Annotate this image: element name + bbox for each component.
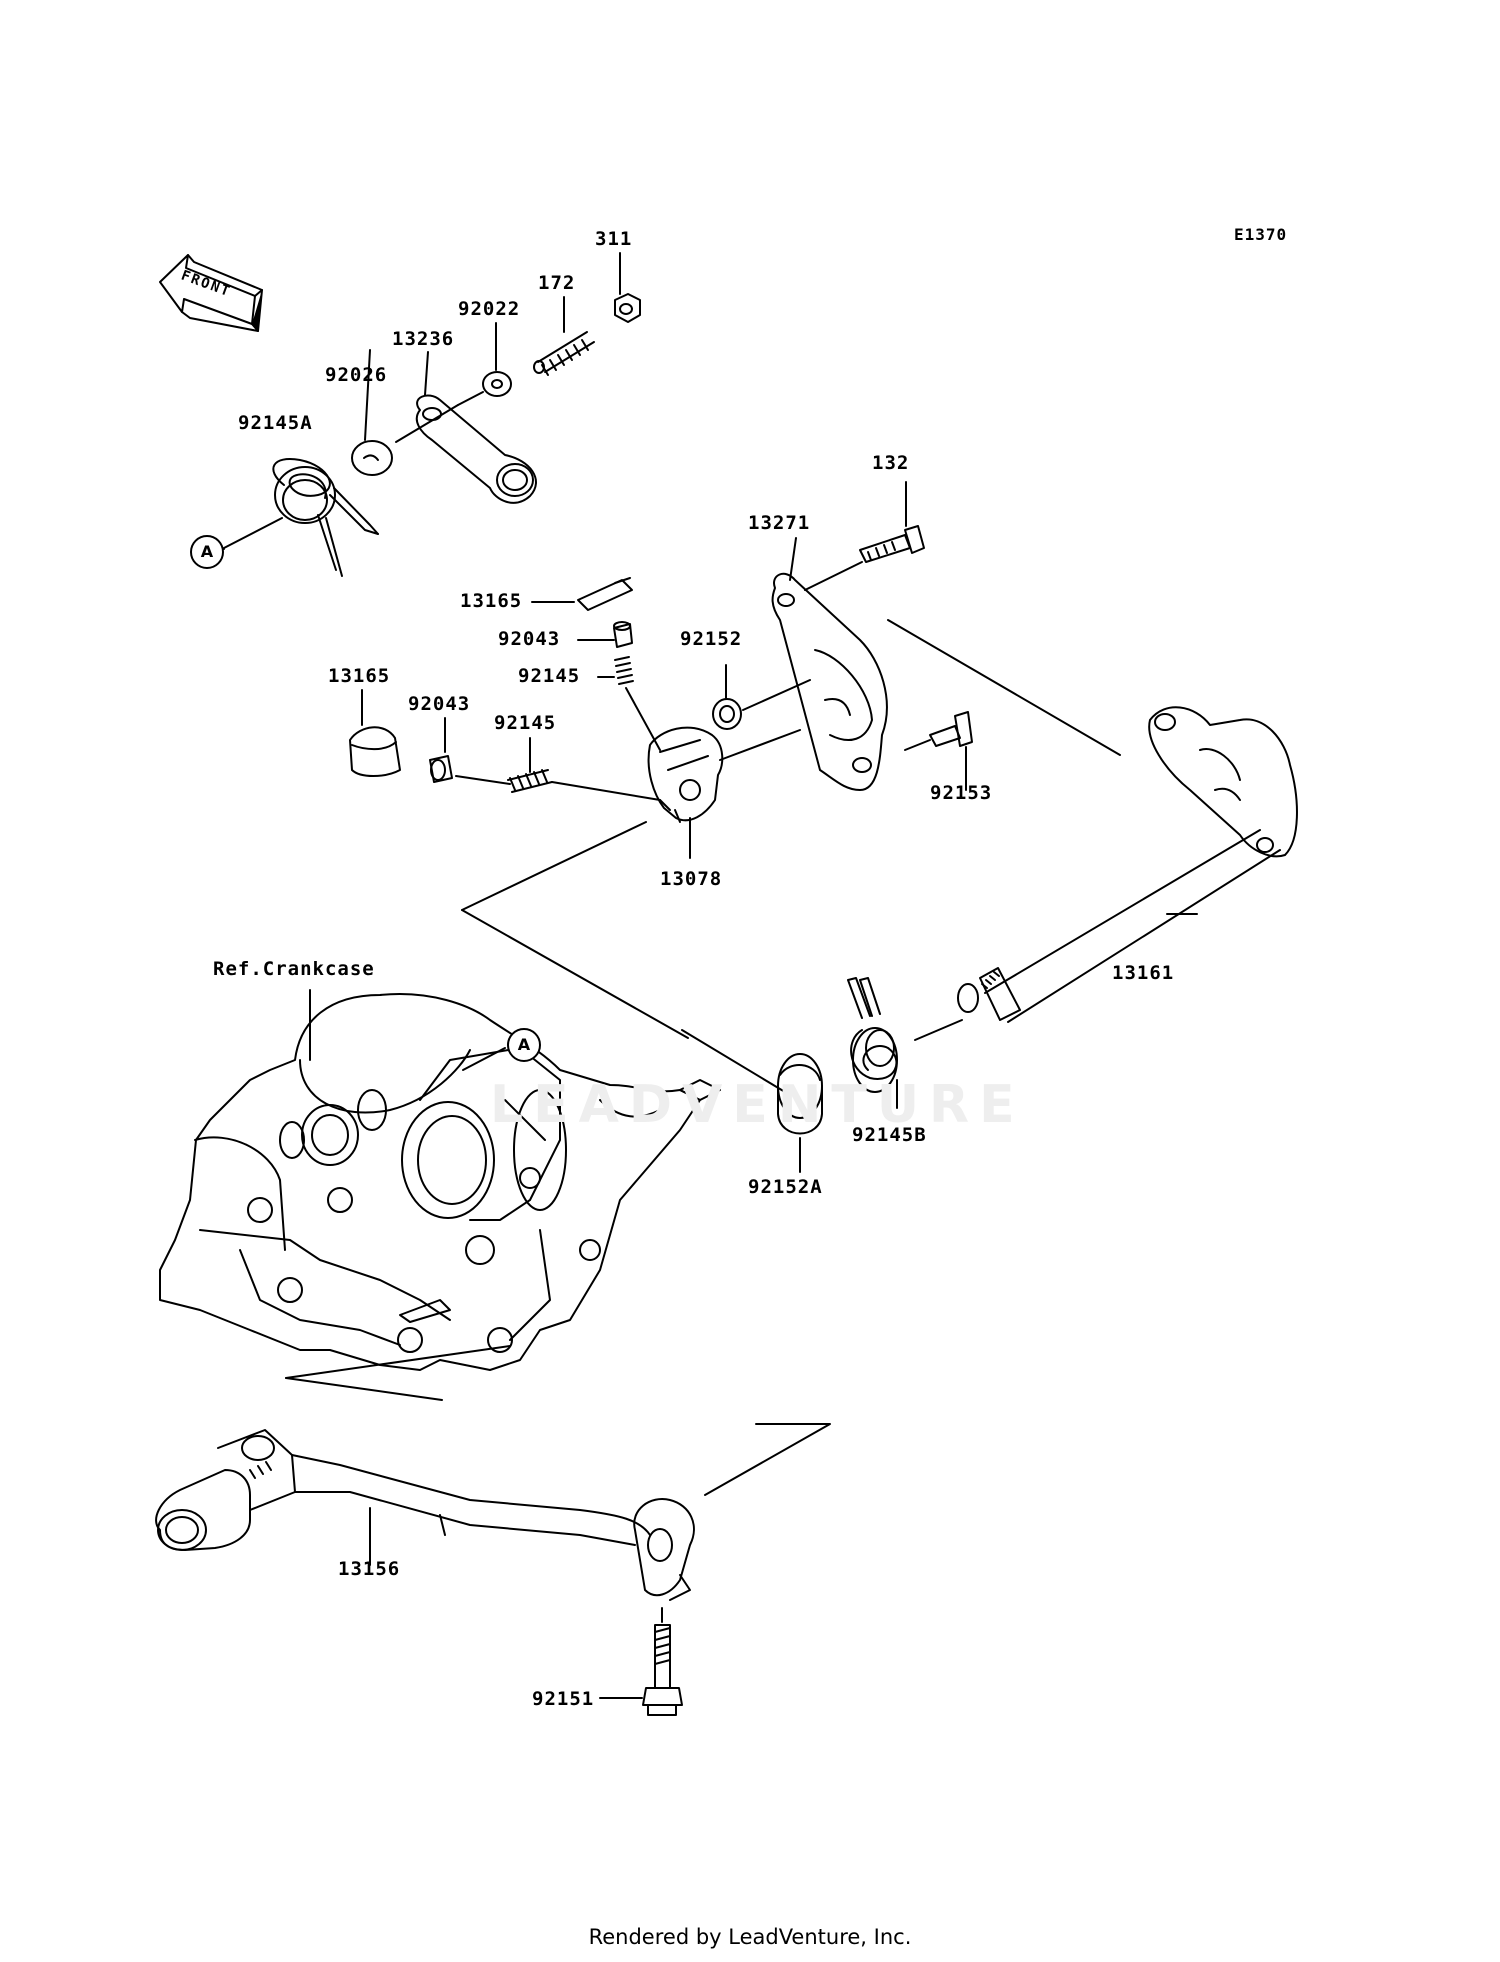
plate-13271-icon (771, 572, 888, 791)
part-label-13271[interactable]: 13271 (748, 512, 811, 534)
part-label-13156[interactable]: 13156 (338, 1558, 401, 1580)
part-label-92151[interactable]: 92151 (532, 1688, 595, 1710)
watermark-text: LEADVENTURE (490, 1075, 1025, 1135)
washer-92026-icon (351, 440, 393, 476)
part-label-92145a[interactable]: 92145A (238, 412, 313, 434)
part-label-13165-left[interactable]: 13165 (328, 665, 391, 687)
part-label-311[interactable]: 311 (595, 228, 633, 250)
leader-92026 (364, 349, 371, 441)
part-label-92145-left[interactable]: 92145 (494, 712, 557, 734)
leader-13236 (424, 351, 429, 396)
cam-13078-icon (647, 726, 724, 823)
collar-92152a-icon (777, 1053, 823, 1135)
stud-172-icon (533, 331, 595, 376)
shift-pedal-13156-icon (155, 1429, 695, 1601)
spring-92145a-icon (272, 458, 379, 577)
spring-92145-top-icon (614, 656, 634, 685)
leader-92145a (223, 517, 283, 549)
part-label-92145-top[interactable]: 92145 (518, 665, 581, 687)
washer-92022-icon (482, 371, 512, 397)
part-label-92152a[interactable]: 92152A (748, 1176, 823, 1198)
part-label-13165-top[interactable]: 13165 (460, 590, 523, 612)
part-label-132[interactable]: 132 (872, 452, 910, 474)
part-label-92022[interactable]: 92022 (458, 298, 521, 320)
pin-13165-top-icon (577, 577, 633, 611)
part-label-172[interactable]: 172 (538, 272, 576, 294)
part-label-13161[interactable]: 13161 (1112, 962, 1175, 984)
screw-92153-icon (929, 711, 973, 747)
crankcase-icon (159, 993, 721, 1371)
part-label-13236[interactable]: 13236 (392, 328, 455, 350)
part-label-13078[interactable]: 13078 (660, 868, 723, 890)
pin-13165-left-icon (349, 726, 401, 777)
part-label-92152[interactable]: 92152 (680, 628, 743, 650)
part-label-92153[interactable]: 92153 (930, 782, 993, 804)
callout-a-upper: A (190, 535, 224, 569)
callout-a-lower: A (507, 1028, 541, 1062)
shaft-13161-icon (957, 706, 1298, 1023)
spring-92145b-icon (847, 977, 898, 1093)
nut-311-icon (614, 293, 641, 323)
part-label-92043-top[interactable]: 92043 (498, 628, 561, 650)
leader-13271 (789, 537, 797, 581)
spring-92145-left-icon (507, 769, 553, 793)
part-label-92026[interactable]: 92026 (325, 364, 388, 386)
leader-callout-a-lower (462, 1047, 506, 1071)
lever-arm-13236-icon (415, 394, 537, 504)
pin-92043-left-icon (429, 755, 453, 783)
part-label-92043-left[interactable]: 92043 (408, 693, 471, 715)
washer-92152-icon (712, 698, 742, 730)
bolt-132-icon (859, 525, 925, 563)
diagram-code: E1370 (1234, 225, 1288, 244)
part-label-92145b[interactable]: 92145B (852, 1124, 927, 1146)
pin-92043-top-icon (613, 621, 633, 648)
footer-credit: Rendered by LeadVenture, Inc. (588, 1925, 912, 1949)
front-arrow-icon (159, 254, 263, 332)
bolt-92151-icon (642, 1624, 683, 1716)
label-ref-crankcase: Ref.Crankcase (213, 958, 375, 980)
